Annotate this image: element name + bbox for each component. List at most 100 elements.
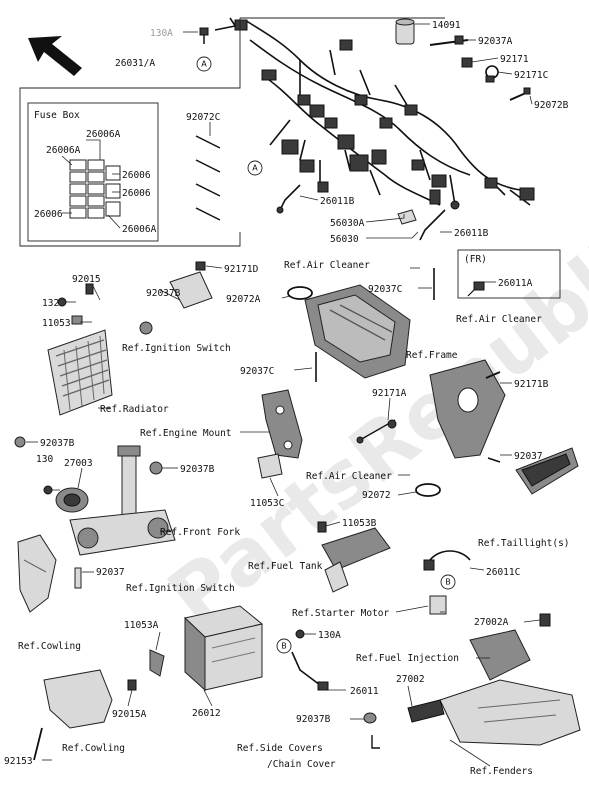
label-26006A-3: 26006A (122, 224, 157, 235)
label-27002A: 27002A (474, 617, 509, 628)
label-26012: 26012 (192, 708, 221, 719)
label-26011C: 26011C (486, 567, 520, 578)
part-92037-band-a (487, 457, 501, 463)
ref-frame: Ref.Frame (406, 350, 458, 361)
part-92037-band-b (74, 567, 82, 589)
starter-relay (429, 595, 447, 615)
part-26011-lead (291, 651, 329, 691)
fuse-box-frame (27, 102, 159, 242)
part-92072A-clamp (287, 286, 313, 300)
cowling-upper (17, 534, 57, 613)
label-92072B: 92072B (534, 100, 569, 111)
label-26006A-2: 26006A (46, 145, 81, 156)
part-14091-cover (395, 18, 415, 45)
cowling-lower (43, 669, 113, 729)
marker-b-starter: B (440, 574, 456, 590)
label-92171D: 92171D (224, 264, 259, 275)
part-26011C-sensor (423, 550, 471, 571)
front-direction-arrow-icon (28, 36, 82, 76)
fr-inset-frame (457, 249, 561, 299)
steering-stem (69, 445, 176, 556)
fuse-box-labels: 26006A 26006A 26006 26006 26006 26006A (34, 129, 157, 235)
part-92072C-ties (195, 135, 221, 221)
part-92171-clamp (461, 57, 473, 68)
ref-taillight: Ref.Taillight(s) (478, 538, 570, 549)
part-27002A-relay (539, 613, 551, 627)
air-cleaner-housing (304, 284, 411, 379)
ref-air-cleaner-1: Ref.Air Cleaner (284, 260, 370, 271)
ref-fenders: Ref.Fenders (470, 766, 533, 777)
label-27002: 27002 (396, 674, 425, 685)
fuel-tank-bracket (321, 527, 391, 593)
main-wiring-harness (214, 17, 535, 241)
part-11053-bracket (71, 315, 83, 325)
label-26006A-1: 26006A (86, 129, 121, 140)
label-130A-top: 130A (150, 28, 173, 39)
label-26011B-a: 26011B (320, 196, 355, 207)
part-92037B-band-b (139, 321, 153, 335)
part-11053C-bracket (257, 453, 283, 479)
label-92037B-c: 92037B (180, 464, 215, 475)
svg-text:A: A (252, 164, 258, 173)
label-92037-a: 92037 (514, 451, 543, 462)
marker-a-top: A (196, 56, 212, 72)
label-92171A: 92171A (372, 388, 407, 399)
part-92015-clip (85, 283, 94, 295)
part-132-bolt (57, 297, 67, 307)
label-26011B-b: 26011B (454, 228, 489, 239)
ref-front-fork: Ref.Front Fork (160, 527, 240, 538)
label-26006-3: 26006 (34, 209, 63, 220)
label-26006-2: 26006 (122, 188, 151, 199)
part-56030A-relay (397, 209, 417, 225)
watermark: PartsRepublik (152, 192, 589, 643)
label-92171C: 92171C (514, 70, 548, 81)
label-56030: 56030 (330, 234, 359, 245)
ref-side-covers: Ref.Side Covers (237, 743, 323, 754)
fuse-box-leaders (61, 139, 121, 229)
label-11053: 11053 (42, 318, 71, 329)
marker-a-harness: A (247, 160, 263, 176)
radiator-grille (47, 329, 113, 416)
label-92072C: 92072C (186, 112, 220, 123)
label-92072: 92072 (362, 490, 391, 501)
svg-text:B: B (281, 642, 287, 651)
part-27002-switch (407, 699, 445, 723)
ref-ignition-switch-1: Ref.Ignition Switch (122, 343, 231, 354)
reference-labels: Ref.Air Cleaner Ref.Ignition Switch Ref.… (18, 260, 570, 777)
side-cover-clip (371, 735, 380, 749)
ref-fuel-injection: Ref.Fuel Injection (356, 653, 459, 664)
part-92171C-clamp (485, 65, 499, 83)
label-56030A: 56030A (330, 218, 365, 229)
label-92037B-a: 92037B (146, 288, 181, 299)
taillight-assembly (515, 447, 579, 495)
label-92037C-a: 92037C (368, 284, 402, 295)
label-92037B-b: 92037B (40, 438, 75, 449)
ref-air-cleaner-3: Ref.Air Cleaner (306, 471, 392, 482)
part-92037B-band-c (149, 461, 163, 475)
ref-engine-mount: Ref.Engine Mount (140, 428, 232, 439)
label-fr: (FR) (464, 254, 487, 265)
part-92015A-clip (127, 679, 137, 691)
part-92072-clamp (415, 483, 441, 497)
label-130: 130 (36, 454, 53, 465)
label-92037C-b: 92037C (240, 366, 274, 377)
label-26011: 26011 (350, 686, 379, 697)
part-92153-screw (33, 727, 43, 761)
label-92171: 92171 (500, 54, 529, 65)
label-11053C: 11053C (250, 498, 284, 509)
label-26031A: 26031/A (115, 58, 155, 69)
fuse-box-fuses (69, 159, 121, 219)
ref-chain-cover: /Chain Cover (267, 759, 336, 770)
part-26012-battery (183, 605, 264, 692)
part-92072B-tie (509, 87, 531, 101)
harness-assembly-bracket-line (19, 18, 241, 247)
frame-section (429, 359, 506, 459)
label-92037A: 92037A (478, 36, 513, 47)
ref-cowling-2: Ref.Cowling (62, 743, 125, 754)
part-92037A-band (429, 35, 469, 46)
part-11053B-bracket (317, 521, 327, 533)
rear-fender (439, 629, 581, 746)
part-130A-bolt-top (199, 27, 209, 44)
label-11053A: 11053A (124, 620, 159, 631)
